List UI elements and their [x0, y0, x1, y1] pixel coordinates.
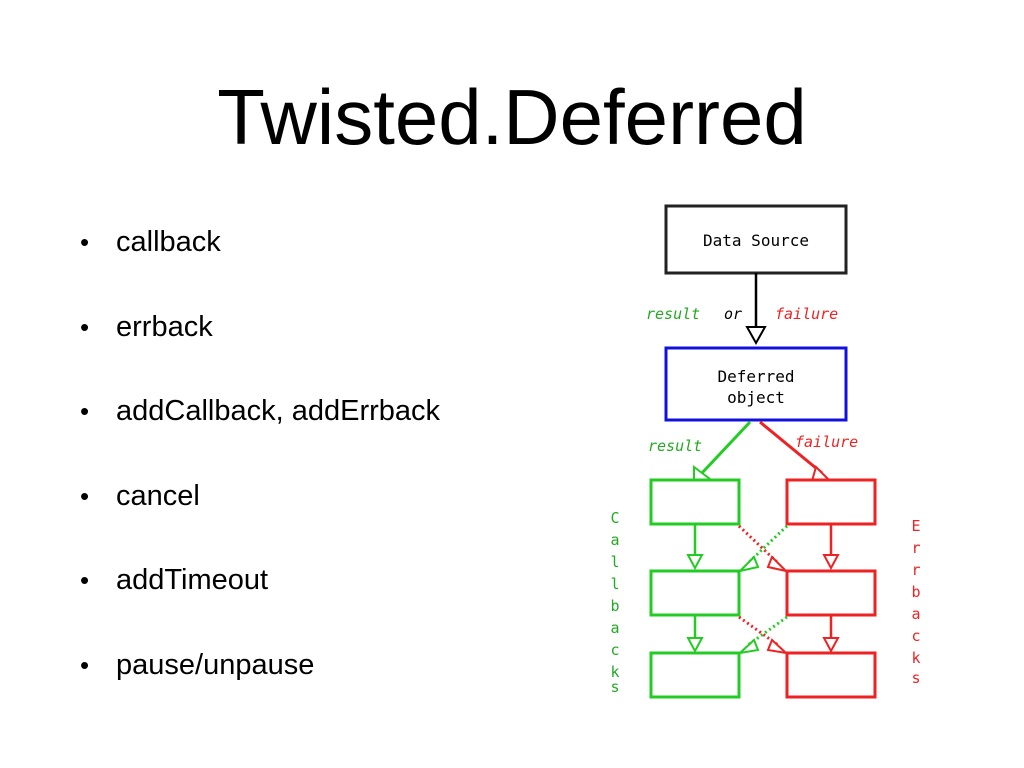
deferred-label-line1: Deferred	[717, 367, 794, 386]
callback-arrow-head-2	[686, 637, 704, 654]
errback-arrow-head-2	[822, 637, 840, 654]
errbacks-letter: k	[911, 649, 920, 667]
source-arrow-head	[745, 326, 767, 346]
callbacks-letter: a	[610, 619, 619, 637]
callbacks-letter: C	[610, 509, 619, 527]
errbacks-letter: a	[911, 605, 920, 623]
callbacks-letter: l	[610, 575, 619, 593]
bullet-dot-icon: •	[80, 649, 90, 680]
errback-box-2	[785, 569, 877, 617]
bullet-dot-icon: •	[80, 311, 90, 342]
bullet-dot-icon: •	[80, 565, 90, 595]
bullet-item: • errback	[80, 307, 440, 392]
errbacks-letter: E	[911, 517, 920, 535]
bullet-item: • addCallback, addErrback	[80, 391, 440, 476]
bullet-item: • cancel	[80, 476, 440, 561]
errbacks-letter: s	[911, 669, 920, 687]
bullet-list: • callback • errback • addCallback, addErrb…	[80, 222, 440, 729]
result-branch-line	[700, 420, 752, 475]
callbacks-letter: k	[610, 663, 619, 681]
failure-branch-line	[759, 420, 823, 475]
callback-box-1	[649, 478, 741, 526]
input-failure-label: failure	[775, 305, 838, 323]
callback-arrow-head-1	[686, 554, 704, 571]
cross-red-1	[737, 524, 780, 565]
input-or-label: or	[724, 305, 742, 323]
cross-red-head-2	[766, 638, 790, 655]
bullet-item: • callback	[80, 222, 440, 307]
bullet-text: callback	[116, 226, 221, 258]
input-result-label: result	[646, 305, 700, 323]
errbacks-vertical-label: E r r b a c k s	[911, 517, 920, 687]
callbacks-vertical-label: C a l l b a c k s	[610, 509, 619, 696]
callbacks-letter: c	[610, 641, 619, 659]
cross-green-1	[746, 524, 789, 565]
cross-green-head-1	[736, 555, 760, 573]
callbacks-letter: b	[610, 597, 619, 615]
errbacks-letter: c	[911, 627, 920, 645]
errback-box-3	[785, 651, 877, 699]
errbacks-letter: r	[911, 539, 920, 557]
callbacks-letter: s	[610, 678, 619, 696]
deferred-object-box	[664, 346, 848, 422]
slide-title: Twisted.Deferred	[217, 73, 807, 161]
bullet-dot-icon: •	[80, 396, 90, 426]
bullet-text: pause/unpause	[116, 648, 315, 681]
errback-box-1	[785, 478, 877, 526]
errbacks-letter: b	[911, 583, 920, 601]
callbacks-letter: a	[610, 531, 619, 549]
bullet-dot-icon: •	[80, 227, 90, 257]
callback-box-2	[649, 569, 741, 617]
bullet-text: cancel	[116, 479, 200, 512]
bullet-item: • pause/unpause	[80, 645, 440, 730]
deferred-diagram: Data Source result or failure Deferred o…	[610, 204, 921, 699]
bullet-text: addCallback, addErrback	[116, 395, 441, 427]
deferred-label-line2: object	[727, 388, 785, 407]
errback-arrow-head-1	[822, 554, 840, 571]
cross-green-head-2	[736, 638, 760, 655]
bullet-text: errback	[116, 310, 213, 343]
branch-result-label: result	[648, 437, 702, 455]
errbacks-letter: r	[911, 561, 920, 579]
bullet-item: • addTimeout	[80, 560, 440, 645]
bullet-text: addTimeout	[116, 564, 269, 596]
callback-box-3	[649, 651, 741, 699]
data-source-box	[664, 204, 848, 275]
callbacks-letter: l	[610, 553, 619, 571]
bullet-dot-icon: •	[80, 480, 90, 511]
cross-red-head-1	[766, 555, 790, 573]
data-source-label: Data Source	[703, 231, 809, 250]
branch-failure-label: failure	[795, 433, 858, 451]
